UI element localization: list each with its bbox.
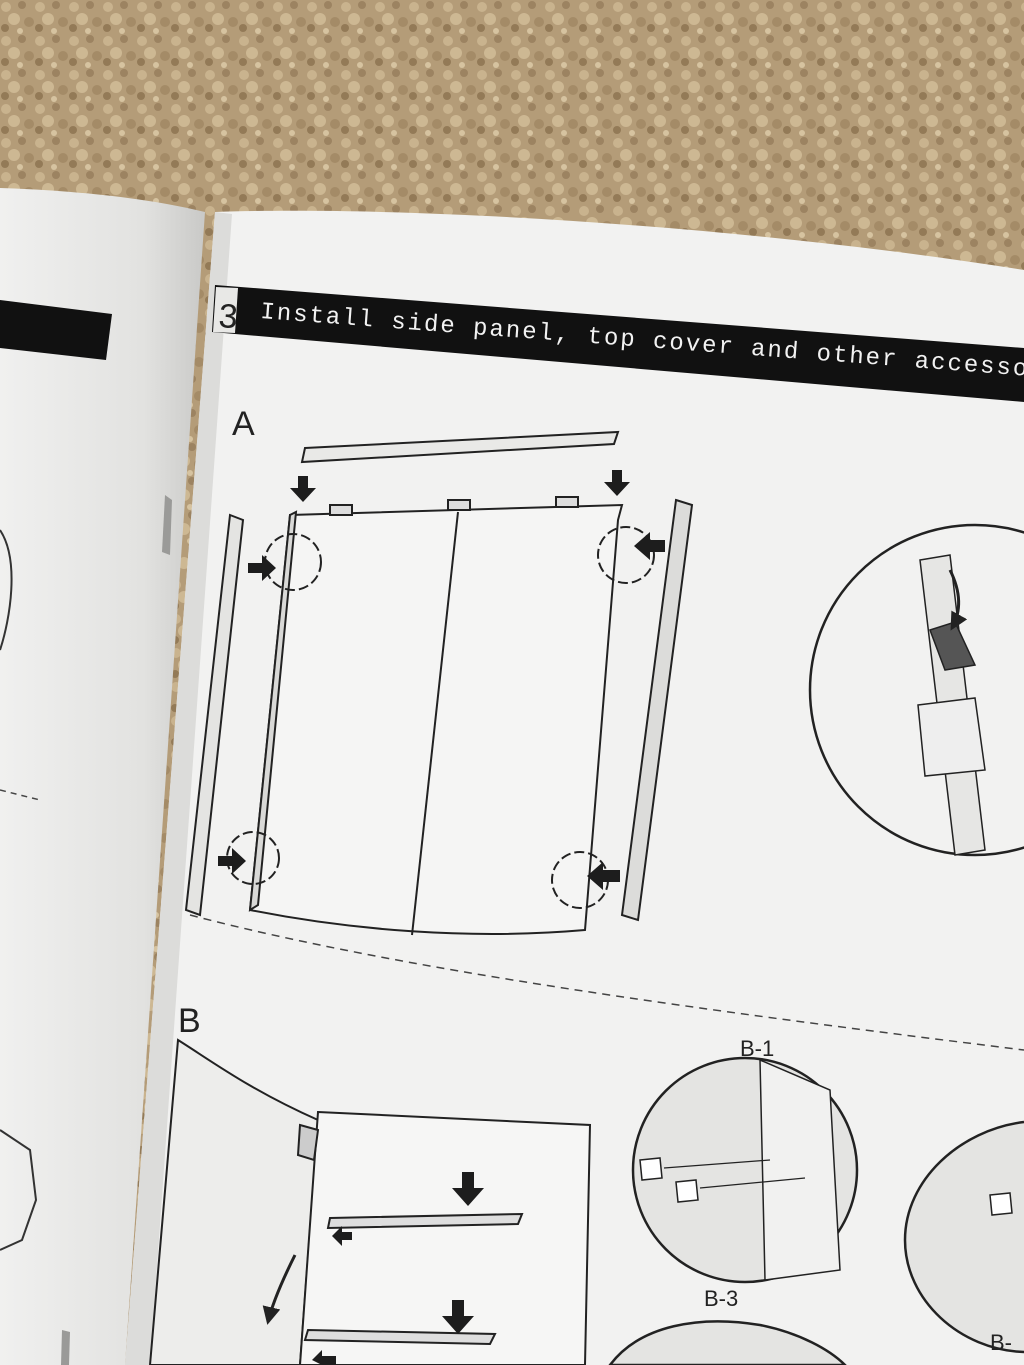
detail-magnified-circle: [808, 523, 1024, 857]
left-side-panel: [184, 513, 245, 917]
top-cover: [300, 430, 620, 464]
left-page-tool-drawing: [0, 1129, 38, 1251]
hinge-top-left: [329, 504, 353, 516]
cabinet-diagram-a: [184, 430, 694, 936]
detail-circle-top-right: [597, 526, 655, 584]
left-page-circle-fragment: [0, 529, 13, 651]
left-page: [0, 188, 205, 1365]
section-b-label: B: [178, 1002, 201, 1040]
shelf-lower: [303, 1328, 497, 1346]
detail-b3-label: B-3: [704, 1286, 738, 1311]
staple-bottom: [61, 1330, 70, 1365]
door-split-line: [411, 511, 459, 936]
shelf-upper: [326, 1212, 524, 1230]
arrow-left-icon: [634, 532, 665, 560]
arrow-right-icon: [218, 848, 246, 874]
page-gutter-shadow: [125, 212, 232, 1365]
detail-partial-label: B-: [990, 1330, 1012, 1355]
cabinet-interior: [298, 1110, 592, 1365]
curved-arrow-icon: [948, 569, 968, 631]
arrow-right-icon: [248, 555, 276, 581]
detail-b1-circle: [631, 1056, 859, 1284]
detail-circle-bottom-left: [226, 831, 280, 885]
arrow-down-icon: [442, 1300, 474, 1334]
staple-top: [162, 495, 172, 555]
left-page-divider: [0, 789, 41, 801]
curved-arrow-icon: [262, 1254, 297, 1325]
arrow-down-icon: [604, 470, 630, 496]
step-number: 3: [217, 297, 239, 336]
right-side-panel: [620, 498, 694, 922]
arrow-left-icon: [332, 1226, 352, 1246]
detail-b3-circle: [608, 1320, 847, 1365]
hinge-b: [296, 1123, 320, 1162]
cabinet-diagram-b: [148, 1038, 592, 1365]
arrows-a: [218, 470, 665, 890]
section-divider: [189, 914, 1024, 1051]
hinge-top-right: [555, 496, 579, 508]
arrow-left-icon: [587, 862, 620, 890]
arrow-down-icon: [452, 1172, 484, 1206]
detail-b2-bracket: [989, 1192, 1013, 1216]
detail-b2-circle-partial: [903, 1120, 1024, 1354]
arrow-left-icon: [312, 1350, 336, 1365]
cabinet-left-edge: [248, 510, 298, 912]
hinge-top-middle: [447, 499, 471, 511]
left-page-banner: [0, 300, 112, 360]
arrow-down-icon: [290, 476, 316, 502]
arrows-b: [312, 1172, 484, 1365]
section-a-label: A: [232, 405, 255, 443]
